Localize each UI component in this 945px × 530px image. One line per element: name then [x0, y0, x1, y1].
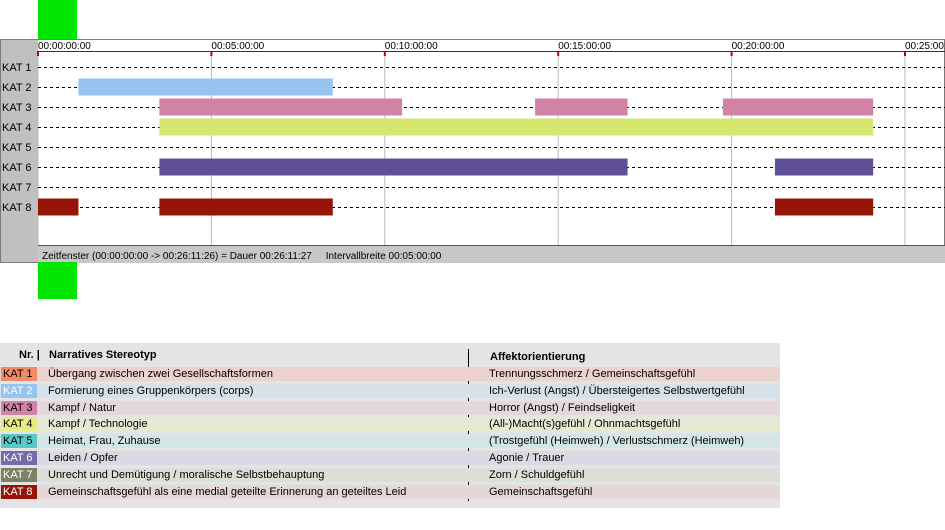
- legend-stereotyp-text: Kampf / Technologie: [48, 418, 148, 431]
- category-label: KAT 8: [2, 202, 32, 214]
- legend-category-swatch: KAT 5: [1, 434, 37, 449]
- tick-label: 00:25:00:00: [905, 41, 945, 52]
- category-label: KAT 6: [2, 162, 32, 174]
- segment-kat-3: [722, 98, 874, 116]
- segment-kat-6: [774, 158, 874, 176]
- green-position-marker-bottom: [38, 262, 77, 299]
- category-label: KAT 3: [2, 102, 32, 114]
- legend-row-band: [0, 451, 780, 465]
- legend-header-nr: Nr. |: [19, 349, 40, 361]
- legend-affekt-text: (Trostgefühl (Heimweh) / Verlustschmerz …: [489, 435, 745, 448]
- status-text: Zeitfenster (00:00:00:00 -> 00:26:11:26)…: [42, 251, 442, 262]
- segment-kat-6: [159, 158, 628, 176]
- legend-row-band: [0, 434, 780, 449]
- legend-header-stereotyp: Narratives Stereotyp: [49, 349, 157, 361]
- segment-kat-3: [535, 98, 628, 116]
- legend-row-band: [0, 484, 780, 499]
- timeline-chart: 00:00:00:00 00:05:00:00 00:10:00:00 00:15:0…: [0, 39, 945, 263]
- tick-label: 00:10:00:00: [385, 41, 438, 52]
- legend-row: KAT 2 Formierung eines Gruppenkörpers (co…: [0, 383, 780, 399]
- legend-row-band: [0, 383, 780, 398]
- legend-stereotyp-text: Kampf / Natur: [48, 401, 116, 414]
- legend-affekt-text: Gemeinschaftsgefühl: [489, 485, 593, 498]
- tick-label: 00:20:00:00: [732, 41, 785, 52]
- legend-row: KAT 7 Unrecht und Demütigung / moralische…: [0, 467, 780, 483]
- segment-kat-3: [159, 98, 403, 116]
- legend-row: KAT 3 Kampf / Natur Horror (Angst) / Feind…: [0, 400, 780, 416]
- category-label: KAT 1: [2, 62, 32, 74]
- category-label: KAT 5: [2, 142, 32, 154]
- legend-category-swatch: KAT 1: [1, 367, 37, 381]
- legend-row-band: [0, 367, 780, 381]
- legend-stereotyp-text: Leiden / Opfer: [48, 452, 118, 464]
- legend-row-band: [0, 467, 780, 482]
- legend-affekt-text: Zorn / Schuldgefühl: [489, 468, 585, 481]
- category-legend: Nr. | Narratives Stereotyp Affektorienti…: [0, 343, 780, 508]
- segment-kat-8: [38, 198, 79, 216]
- legend-row: KAT 1 Übergang zwischen zwei Gesellschaft…: [0, 366, 780, 382]
- legend-row: KAT 6 Leiden / Opfer Agonie / Trauer: [0, 450, 780, 466]
- legend-stereotyp-text: Formierung eines Gruppenkörpers (corps): [48, 384, 254, 397]
- legend-category-swatch: KAT 2: [1, 383, 37, 398]
- segment-kat-8: [774, 198, 874, 216]
- legend-row-band: [0, 400, 780, 415]
- legend-header-affekt: Affektorientierung: [490, 351, 586, 363]
- legend-row-band: [0, 417, 780, 432]
- status-bar: [38, 245, 945, 263]
- timeline-svg: 00:00:00:00 00:05:00:00 00:10:00:00 00:15:0…: [0, 39, 945, 263]
- legend-stereotyp-text: Unrecht und Demütigung / moralische Selb…: [48, 468, 325, 481]
- legend-stereotyp-text: Gemeinschaftsgefühl als eine medial gete…: [48, 485, 407, 498]
- legend-category-swatch: KAT 6: [1, 451, 37, 465]
- legend-row: KAT 8 Gemeinschaftsgefühl als eine medial…: [0, 484, 780, 500]
- legend-affekt-text: Ich-Verlust (Angst) / Übersteigertes Sel…: [489, 384, 745, 397]
- legend-affekt-text: Agonie / Trauer: [489, 452, 565, 464]
- legend-affekt-text: (All-)Macht(s)gefühl / Ohnmachtsgefühl: [489, 418, 681, 431]
- legend-stereotyp-text: Übergang zwischen zwei Gesellschaftsform…: [48, 368, 273, 380]
- tick-label: 00:00:00:00: [38, 41, 91, 52]
- category-label: KAT 4: [2, 122, 32, 134]
- legend-category-swatch: KAT 8: [1, 484, 37, 499]
- segment-kat-4: [159, 118, 874, 136]
- legend-row: KAT 5 Heimat, Frau, Zuhause (Trostgefühl (…: [0, 433, 780, 449]
- green-position-marker-top: [38, 0, 77, 39]
- legend-category-swatch: KAT 3: [1, 400, 37, 415]
- legend-row: KAT 4 Kampf / Technologie (All-)Macht(s)ge…: [0, 416, 780, 432]
- legend-affekt-text: Trennungsschmerz / Gemeinschaftsgefühl: [489, 368, 696, 380]
- legend-category-swatch: KAT 7: [1, 467, 37, 482]
- legend-affekt-text: Horror (Angst) / Feindseligkeit: [489, 401, 636, 414]
- tick-label: 00:05:00:00: [211, 41, 264, 52]
- legend-stereotyp-text: Heimat, Frau, Zuhause: [48, 435, 161, 448]
- segment-kat-8: [159, 198, 333, 216]
- category-label: KAT 7: [2, 182, 32, 194]
- category-label: KAT 2: [2, 82, 32, 94]
- tick-label: 00:15:00:00: [558, 41, 611, 52]
- legend-category-swatch: KAT 4: [1, 417, 37, 432]
- segment-kat-2: [78, 78, 333, 96]
